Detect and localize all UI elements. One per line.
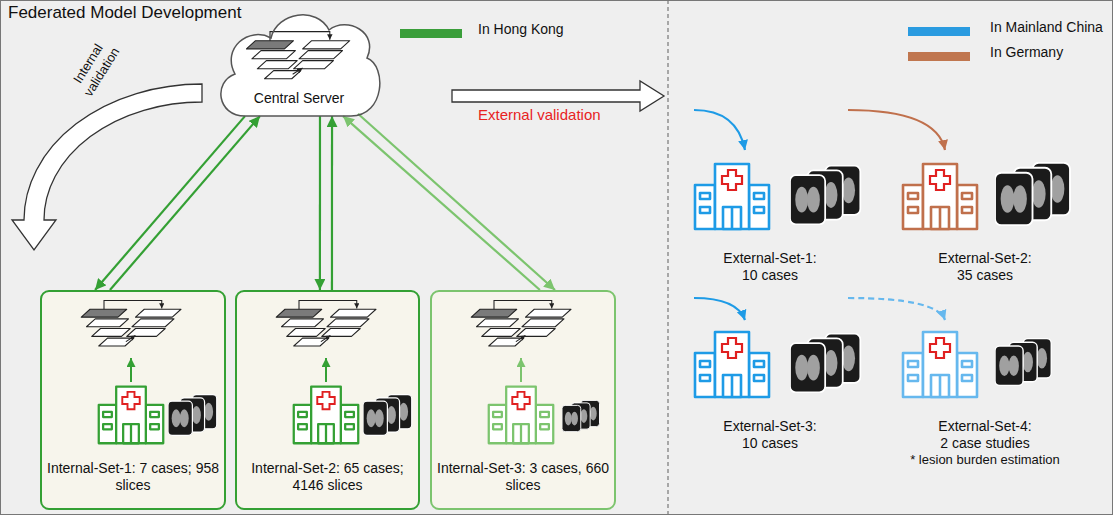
text-stack: Internal-Set-1: 7 cases; 958 slices	[42, 460, 224, 494]
legend-text: In Hong Kong	[478, 21, 564, 38]
ct-slices	[790, 166, 860, 225]
hospital-icon	[903, 164, 977, 229]
network-icon	[471, 301, 571, 347]
external-site: External-Set-2: 35 cases	[895, 150, 1075, 290]
ct-slices	[995, 163, 1070, 226]
ct-slices	[168, 395, 217, 436]
node-label: External-Set-2: 35 cases	[935, 250, 1035, 284]
hospital-icon	[489, 387, 553, 444]
diagram-title: Federated Model Development	[8, 3, 308, 24]
node-label: Internal-Set-1: 7 cases; 958 slices	[45, 460, 221, 494]
ct-slices	[995, 339, 1051, 386]
text-stack: Central Server	[213, 90, 385, 107]
legend-text: In Mainland China	[990, 19, 1103, 36]
hospital-icon	[99, 387, 163, 444]
arrow-label: External validation	[478, 106, 678, 124]
ct-slices	[790, 334, 860, 393]
external-site: External-Set-4: 2 case studies* lesion b…	[895, 318, 1075, 483]
sync-arrow	[319, 116, 321, 290]
text-stack: Internal-Set-3: 3 cases, 660 slices	[432, 460, 614, 494]
legend-swatch	[908, 52, 970, 61]
upload-arrow	[520, 358, 522, 382]
network-icon	[246, 32, 349, 79]
validation-curve	[694, 110, 745, 150]
upload-arrow	[130, 358, 132, 382]
validation-curve	[848, 110, 945, 150]
node-label: Internal-Set-3: 3 cases, 660 slices	[435, 460, 611, 494]
box-fill	[235, 290, 420, 510]
sync-arrow	[331, 116, 333, 290]
sync-arrow	[358, 114, 555, 290]
node-label: Central Server	[219, 90, 379, 107]
sync-arrow	[110, 116, 260, 290]
box-fill	[430, 290, 616, 510]
network-icon	[81, 301, 181, 347]
site-box: Internal-Set-2: 65 cases; 4146 slices	[235, 290, 420, 510]
external-site: External-Set-3: 10 cases	[680, 318, 860, 458]
box-fill	[40, 290, 226, 510]
node-label: External-Set-4: 2 case studies	[935, 418, 1035, 452]
node-label: External-Set-3: 10 cases	[720, 418, 820, 452]
text-stack: External-Set-1: 10 cases	[680, 250, 860, 284]
node-note: * lesion burden estimation	[897, 452, 1073, 468]
hollow-arrow	[12, 84, 202, 250]
upload-arrow	[325, 358, 327, 382]
legend-swatch	[908, 27, 970, 36]
ct-slices	[363, 395, 412, 436]
external-site: External-Set-1: 10 cases	[680, 150, 860, 290]
legend-swatch	[400, 29, 462, 38]
node-label: External-Set-1: 10 cases	[720, 250, 820, 284]
hospital-icon	[695, 164, 769, 229]
hospital-icon	[294, 387, 358, 444]
text-stack: External-Set-4: 2 case studies* lesion b…	[895, 418, 1075, 468]
validation-curve	[694, 298, 745, 320]
sync-arrow	[343, 116, 540, 290]
hospital-icon	[695, 332, 769, 397]
text-stack: External-Set-3: 10 cases	[680, 418, 860, 452]
divider	[667, 0, 668, 515]
validation-curve	[848, 298, 945, 320]
site-box: Internal-Set-3: 3 cases, 660 slices	[430, 290, 616, 510]
network-icon	[276, 301, 376, 347]
text-stack: Internal-Set-2: 65 cases; 4146 slices	[237, 460, 418, 494]
site-box: Internal-Set-1: 7 cases; 958 slices	[40, 290, 226, 510]
legend-text: In Germany	[990, 44, 1063, 61]
text-stack: External-Set-2: 35 cases	[895, 250, 1075, 284]
hospital-icon	[903, 332, 977, 397]
node-label: Internal-Set-2: 65 cases; 4146 slices	[240, 460, 416, 494]
sync-arrow	[95, 116, 245, 290]
ct-slices	[562, 400, 600, 431]
